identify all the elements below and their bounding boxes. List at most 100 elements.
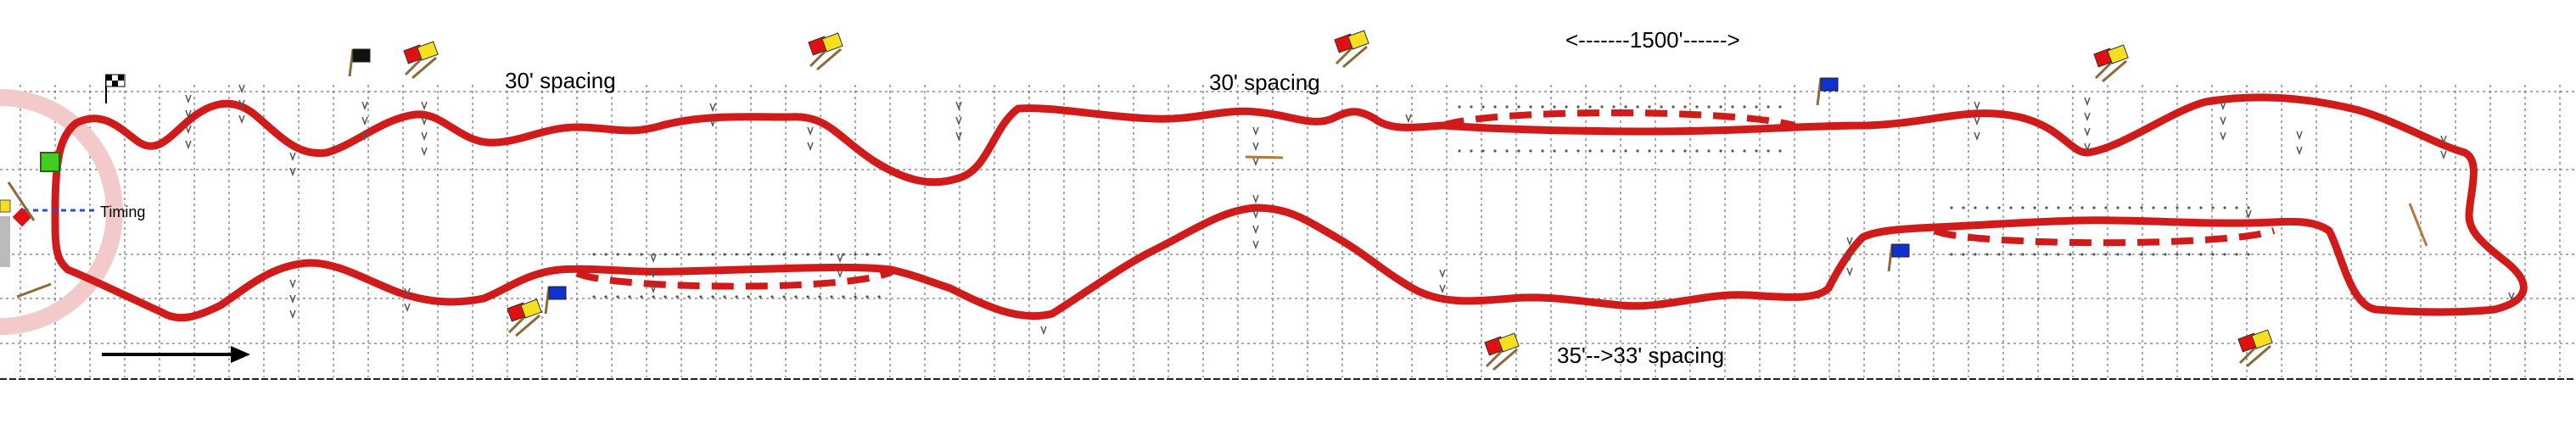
cone-dot: [2247, 253, 2250, 256]
cone-dot: [2140, 253, 2143, 256]
cone-markers: [185, 84, 2515, 336]
cone-dot: [1950, 206, 1953, 209]
cone-mark: [238, 84, 245, 94]
cone-dot: [1553, 149, 1556, 153]
cone-mark: [1439, 269, 1446, 279]
cone-dot: [2211, 206, 2215, 209]
cone-mark: [1252, 209, 1259, 220]
cone-dot: [806, 253, 809, 256]
cone-mark: [361, 131, 368, 142]
cone-dot: [664, 295, 667, 298]
cone-dot: [747, 253, 750, 256]
cone-dot: [2235, 253, 2238, 256]
cone-mark: [1252, 194, 1259, 204]
cone-mark: [1974, 131, 1980, 142]
cone-dot: [675, 295, 679, 298]
slalom-dash-top-right: [1441, 109, 1796, 129]
cone-mark: [289, 279, 296, 289]
cone-dot: [842, 253, 845, 256]
cone-dot: [865, 253, 869, 256]
cone-dot: [854, 295, 857, 298]
cone-mark: [2508, 292, 2515, 302]
cone-mark: [2084, 97, 2091, 107]
cone-dot: [2080, 253, 2084, 256]
cone-mark: [1252, 157, 1259, 167]
worker-station-flag-icon: [403, 41, 439, 80]
cone-dot: [2211, 253, 2215, 256]
cone-dot: [687, 295, 691, 298]
cone-dot: [1962, 206, 1965, 209]
cone-dot: [652, 295, 655, 298]
cone-dot: [2176, 253, 2179, 256]
cone-mark: [955, 131, 962, 142]
cone-dot: [818, 253, 821, 256]
cone-dot: [640, 253, 643, 256]
cone-dot: [628, 295, 631, 298]
cone-dot: [711, 253, 714, 256]
cone-mark: [1252, 126, 1259, 137]
cone-dot: [2045, 206, 2048, 209]
cone-dot: [2152, 206, 2155, 209]
cone-dot: [2223, 206, 2226, 209]
cone-mark: [1252, 142, 1259, 152]
cone-dot: [1565, 105, 1568, 109]
cone-dot: [1719, 105, 1722, 109]
cone-dot: [1600, 105, 1604, 109]
cone-dot: [2021, 253, 2024, 256]
cone-mark: [361, 116, 368, 126]
spacing-label-top-left: 30' spacing: [505, 68, 616, 93]
cone-mark: [709, 103, 716, 113]
cone-dot: [2057, 253, 2060, 256]
worker-flags: [348, 30, 2273, 371]
cone-dot: [2128, 253, 2131, 256]
cone-dot: [2092, 253, 2096, 256]
cone-dot: [1683, 149, 1687, 153]
cone-mark: [650, 284, 657, 294]
cone-mark: [421, 131, 428, 142]
cone-mark: [1974, 116, 1980, 126]
cone-mark: [185, 125, 192, 135]
cone-dot: [1683, 105, 1687, 109]
cone-mark: [1252, 225, 1259, 235]
cone-mark: [1974, 101, 1980, 111]
cone-mark: [2084, 127, 2091, 137]
cone-mark: [2220, 101, 2226, 111]
cone-dot: [687, 253, 691, 256]
cone-dot: [1517, 105, 1520, 109]
cone-mark: [185, 94, 192, 104]
cone-mark: [289, 152, 296, 162]
cone-dot: [2199, 206, 2203, 209]
cone-dot: [2116, 253, 2120, 256]
cone-dot: [1997, 253, 2001, 256]
cone-dot: [1731, 149, 1734, 153]
cone-dot: [2104, 206, 2108, 209]
cone-dot: [735, 295, 738, 298]
cone-dot: [2009, 206, 2013, 209]
cone-dot: [1719, 149, 1722, 153]
cone-dot: [1707, 105, 1711, 109]
distance-label: <-------1500'------>: [1565, 27, 1740, 53]
cone-dot: [2199, 253, 2203, 256]
cone-dot: [723, 253, 726, 256]
cone-dot: [1565, 149, 1568, 153]
cone-mark: [289, 167, 296, 177]
cone-dot: [2080, 206, 2084, 209]
cone-mark: [361, 101, 368, 111]
cone-dot: [1612, 105, 1616, 109]
cone-dot: [592, 253, 596, 256]
cone-dot: [2104, 253, 2108, 256]
cone-dot: [604, 295, 608, 298]
cone-dot: [2176, 206, 2179, 209]
cone-dot: [2057, 206, 2060, 209]
cone-dot: [1458, 105, 1461, 109]
cone-mark: [2084, 112, 2091, 122]
cone-mark: [404, 303, 411, 313]
cone-mark: [238, 114, 245, 125]
cone-dot: [1553, 105, 1556, 109]
cone-dot: [628, 253, 631, 256]
cone-dot: [2021, 206, 2024, 209]
worker-station-flag-icon: [2237, 329, 2273, 368]
cone-dot: [1648, 105, 1651, 109]
cone-dot: [1695, 105, 1699, 109]
cone-dot: [1778, 105, 1782, 109]
